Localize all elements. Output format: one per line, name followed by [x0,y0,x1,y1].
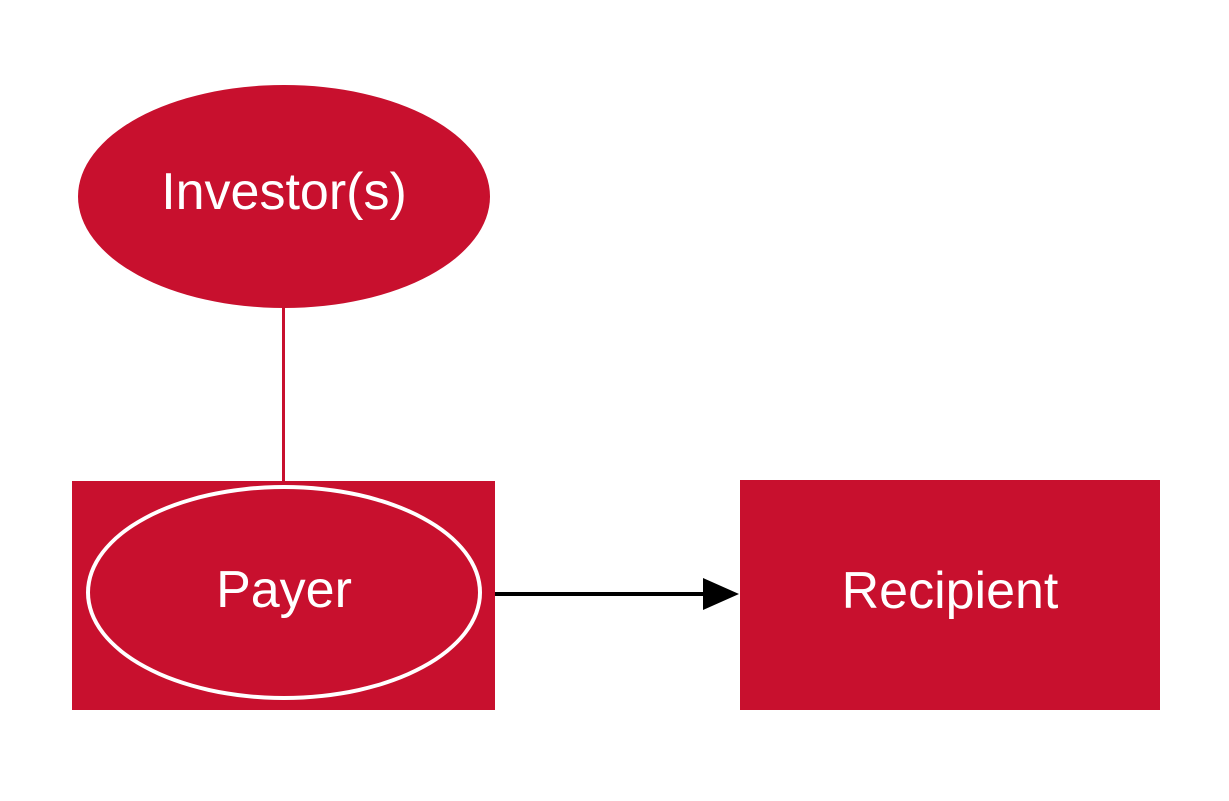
payer-recipient-arrow-line [495,592,707,596]
payer-ellipse-outline: Payer [86,485,482,700]
payer-label: Payer [216,560,352,619]
investor-label: Investor(s) [161,162,407,221]
investor-payer-connector-line [282,306,285,482]
recipient-node-box: Recipient [740,480,1160,710]
recipient-label: Recipient [841,562,1059,620]
payer-node-box: Payer [72,481,495,710]
payer-recipient-arrow-head [703,578,739,610]
investor-node-ellipse: Investor(s) [78,85,490,308]
